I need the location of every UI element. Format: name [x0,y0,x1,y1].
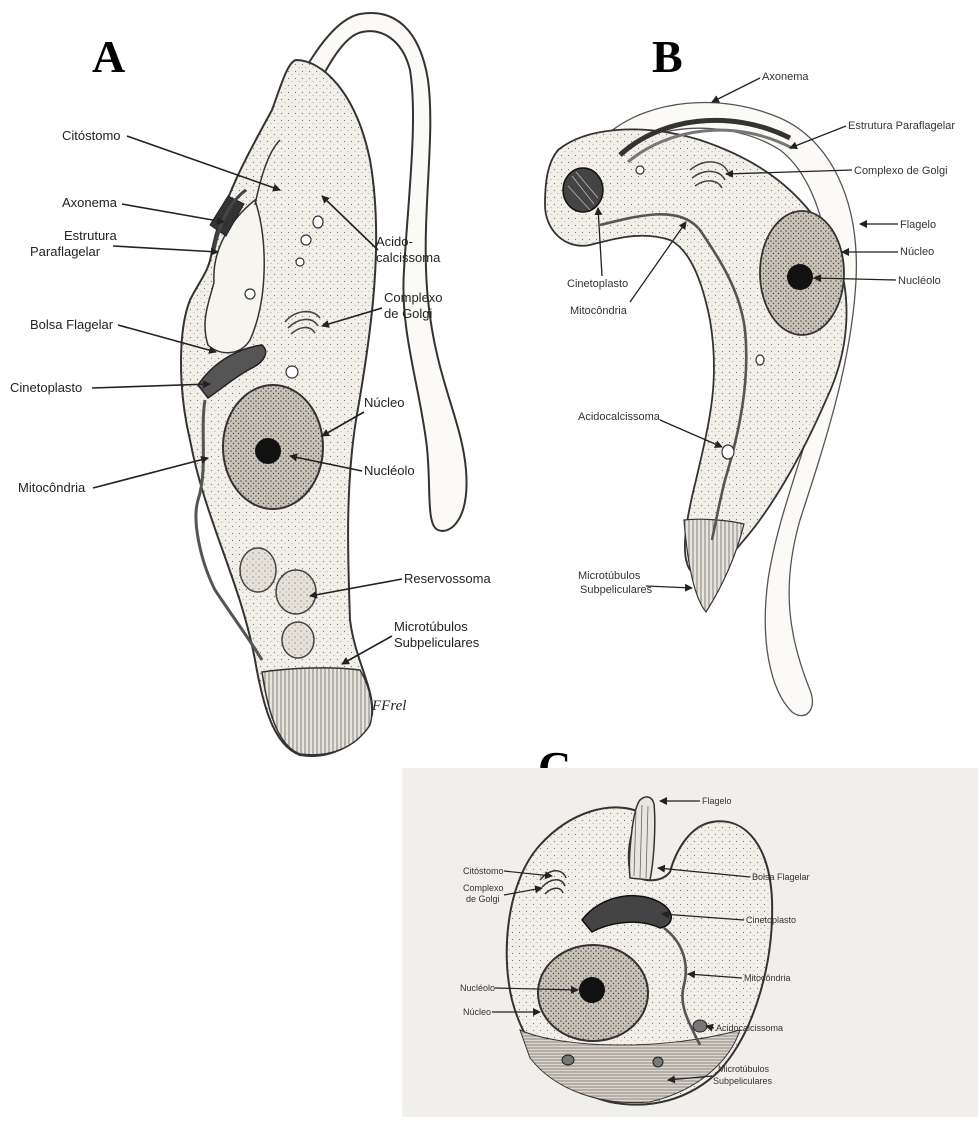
label-c-cinetoplasto: Cinetoplasto [746,915,796,925]
label-a-axonema: Axonema [62,195,118,210]
label-c-micro-1: Microtúbulos [718,1064,770,1074]
label-b-golgi: Complexo de Golgi [854,165,948,177]
label-a-reservossoma: Reservossoma [404,571,491,586]
label-c-golgi-2: de Golgi [466,894,500,904]
label-a-citostomo: Citóstomo [62,128,121,143]
label-a-mitocondria: Mitocôndria [18,480,86,495]
panel-a-signature: FFrel [371,698,406,714]
label-c-acidocalcissoma: Acidocalcissoma [716,1023,783,1033]
label-c-micro-2: Subpeliculares [713,1076,773,1086]
panel-b: B [545,31,955,716]
label-a-acido-1: Acido- [376,234,413,249]
label-a-acido-2: calcissoma [376,250,441,265]
label-a-nucleolo: Nucléolo [364,463,415,478]
label-a-estrutura-1: Estrutura [64,228,118,243]
label-a-golgi-2: de Golgi [384,306,433,321]
panel-b-nucleolus [787,264,813,290]
label-c-nucleo: Núcleo [463,1007,491,1017]
label-a-cinetoplasto: Cinetoplasto [10,380,82,395]
panel-a-letter: A [92,31,125,82]
label-a-golgi-1: Complexo [384,290,443,305]
panel-a: A [10,13,491,756]
label-c-citostomo: Citóstomo [463,866,504,876]
panel-a-microtubules [262,668,372,755]
label-c-nucleolo: Nucléolo [460,983,495,993]
label-a-nucleo: Núcleo [364,395,404,410]
label-b-nucleolo: Nucléolo [898,275,941,287]
label-b-flagelo: Flagelo [900,219,936,231]
label-b-mitocondria: Mitocôndria [570,305,628,317]
panel-c-nucleolus [579,977,605,1003]
label-a-micro-1: Microtúbulos [394,619,468,634]
label-c-bolsa: Bolsa Flagelar [752,872,810,882]
label-a-estrutura-2: Paraflagelar [30,244,101,259]
panel-a-nucleolus [255,438,281,464]
label-b-micro-1: Microtúbulos [578,570,641,582]
panel-b-letter: B [652,31,683,82]
label-a-micro-2: Subpeliculares [394,635,480,650]
label-b-acidocalcissoma: Acidocalcissoma [578,411,661,423]
label-c-mitocondria: Mitocôndria [744,973,791,983]
panel-c: C [402,742,978,1117]
label-b-micro-2: Subpeliculares [580,584,653,596]
label-c-golgi-1: Complexo [463,883,504,893]
label-b-axonema: Axonema [762,71,809,83]
label-c-flagelo: Flagelo [702,796,732,806]
label-b-cinetoplasto: Cinetoplasto [567,278,628,290]
label-b-nucleo: Núcleo [900,246,934,258]
label-b-estrutura: Estrutura Paraflagelar [848,120,955,132]
label-a-bolsa: Bolsa Flagelar [30,317,114,332]
